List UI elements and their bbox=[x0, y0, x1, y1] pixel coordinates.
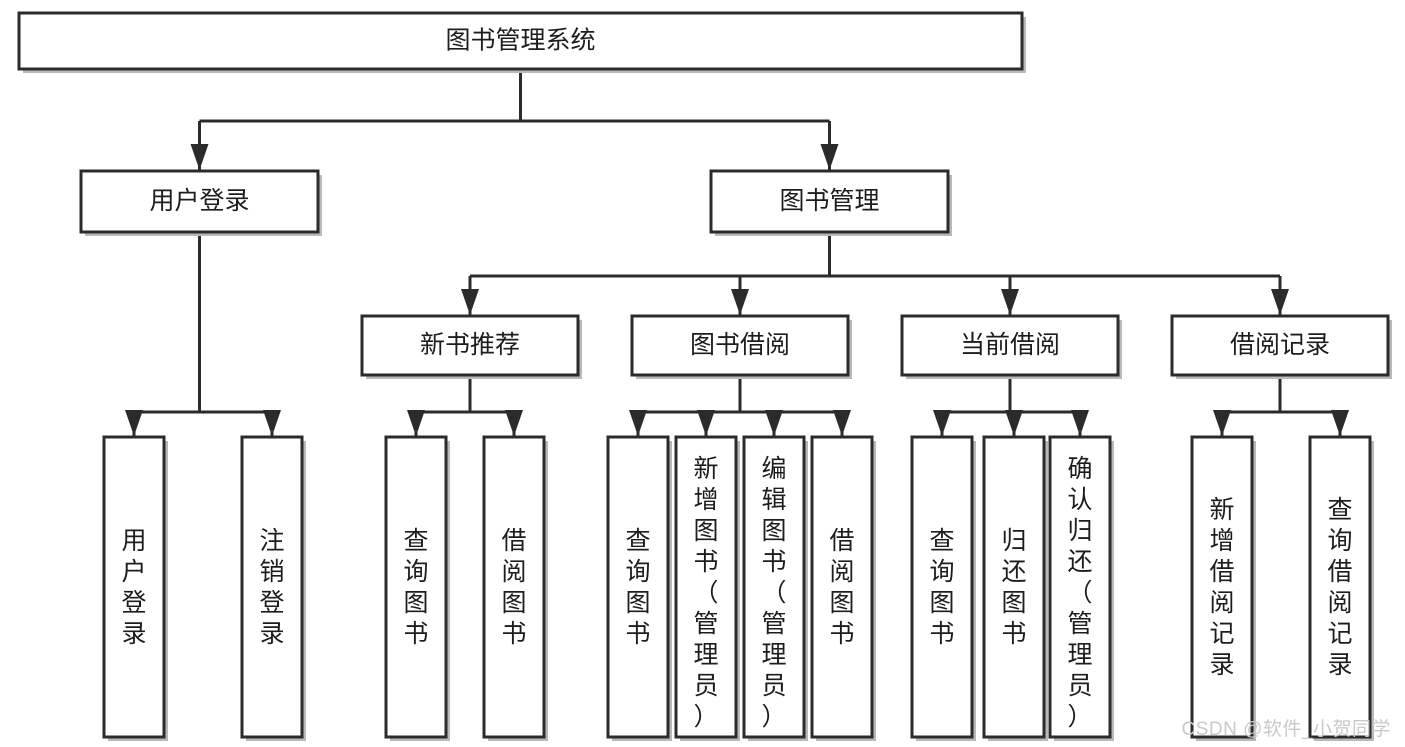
node-leaf-query-book-3[interactable]: 查询图书 bbox=[910, 435, 976, 741]
node-label: 新书推荐 bbox=[420, 331, 520, 359]
node-box bbox=[1308, 435, 1372, 739]
node-label: 图书借阅 bbox=[690, 331, 790, 359]
node-leaf-user-login[interactable]: 用户登录 bbox=[102, 435, 168, 741]
node-label: 图书管理系统 bbox=[445, 27, 595, 55]
node-box bbox=[630, 314, 850, 377]
node-box bbox=[1170, 314, 1390, 377]
node-box bbox=[982, 435, 1046, 739]
node-box bbox=[1190, 435, 1254, 739]
node-current-borrow[interactable]: 当前借阅 bbox=[900, 314, 1122, 379]
node-label: 图书管理 bbox=[779, 187, 879, 215]
node-box bbox=[1048, 435, 1112, 739]
node-label: 查询借阅记录 bbox=[1327, 496, 1352, 679]
node-label: 查询图书 bbox=[929, 527, 954, 648]
node-box bbox=[240, 435, 304, 739]
node-label: 当前借阅 bbox=[960, 331, 1060, 359]
node-label: 借阅图书 bbox=[829, 527, 854, 648]
node-box bbox=[742, 435, 806, 739]
node-leaf-query-book-2[interactable]: 查询图书 bbox=[606, 435, 672, 741]
node-leaf-query-book-1[interactable]: 查询图书 bbox=[384, 435, 450, 741]
node-box bbox=[810, 435, 874, 739]
node-label: 用户登录 bbox=[149, 187, 249, 215]
node-box bbox=[384, 435, 448, 739]
node-user-login[interactable]: 用户登录 bbox=[79, 169, 322, 236]
node-label: 新增图书（管理员） bbox=[693, 455, 718, 731]
node-leaf-edit-book[interactable]: 编辑图书（管理员） bbox=[742, 435, 808, 741]
node-label: 确认归还（管理员） bbox=[1067, 455, 1092, 731]
node-label: 注销登录 bbox=[259, 527, 284, 648]
node-leaf-add-borrow-record[interactable]: 新增借阅记录 bbox=[1190, 435, 1256, 741]
node-box bbox=[79, 169, 320, 234]
node-layer: 图书管理系统用户登录图书管理新书推荐图书借阅当前借阅借阅记录用户登录注销登录查询… bbox=[17, 11, 1392, 741]
node-leaf-query-borrow-record[interactable]: 查询借阅记录 bbox=[1308, 435, 1374, 741]
node-box bbox=[360, 314, 580, 377]
node-leaf-user-logout[interactable]: 注销登录 bbox=[240, 435, 306, 741]
node-book-manage[interactable]: 图书管理 bbox=[709, 169, 952, 236]
node-box bbox=[482, 435, 546, 739]
connector-layer bbox=[125, 69, 1349, 436]
node-box bbox=[674, 435, 738, 739]
node-leaf-add-book[interactable]: 新增图书（管理员） bbox=[674, 435, 740, 741]
node-box bbox=[910, 435, 974, 739]
node-label: 借阅图书 bbox=[501, 527, 526, 648]
node-label: 查询图书 bbox=[403, 527, 428, 648]
node-box bbox=[900, 314, 1120, 377]
node-box bbox=[709, 169, 950, 234]
node-leaf-borrow-book-2[interactable]: 借阅图书 bbox=[810, 435, 876, 741]
watermark-text: CSDN @软件_小贺同学 bbox=[1181, 719, 1391, 740]
node-leaf-confirm-return[interactable]: 确认归还（管理员） bbox=[1048, 435, 1114, 741]
node-root[interactable]: 图书管理系统 bbox=[17, 11, 1026, 73]
node-label: 借阅记录 bbox=[1230, 331, 1330, 359]
node-borrow-record[interactable]: 借阅记录 bbox=[1170, 314, 1392, 379]
node-leaf-borrow-book-1[interactable]: 借阅图书 bbox=[482, 435, 548, 741]
node-new-book-recommend[interactable]: 新书推荐 bbox=[360, 314, 582, 379]
node-label: 用户登录 bbox=[121, 527, 146, 648]
node-label: 归还图书 bbox=[1001, 527, 1026, 648]
node-box bbox=[606, 435, 670, 739]
node-label: 新增借阅记录 bbox=[1209, 496, 1234, 679]
node-book-borrow[interactable]: 图书借阅 bbox=[630, 314, 852, 379]
node-label: 查询图书 bbox=[625, 527, 650, 648]
node-box bbox=[17, 11, 1024, 71]
node-label: 编辑图书（管理员） bbox=[761, 455, 786, 731]
node-box bbox=[102, 435, 166, 739]
node-leaf-return-book[interactable]: 归还图书 bbox=[982, 435, 1048, 741]
